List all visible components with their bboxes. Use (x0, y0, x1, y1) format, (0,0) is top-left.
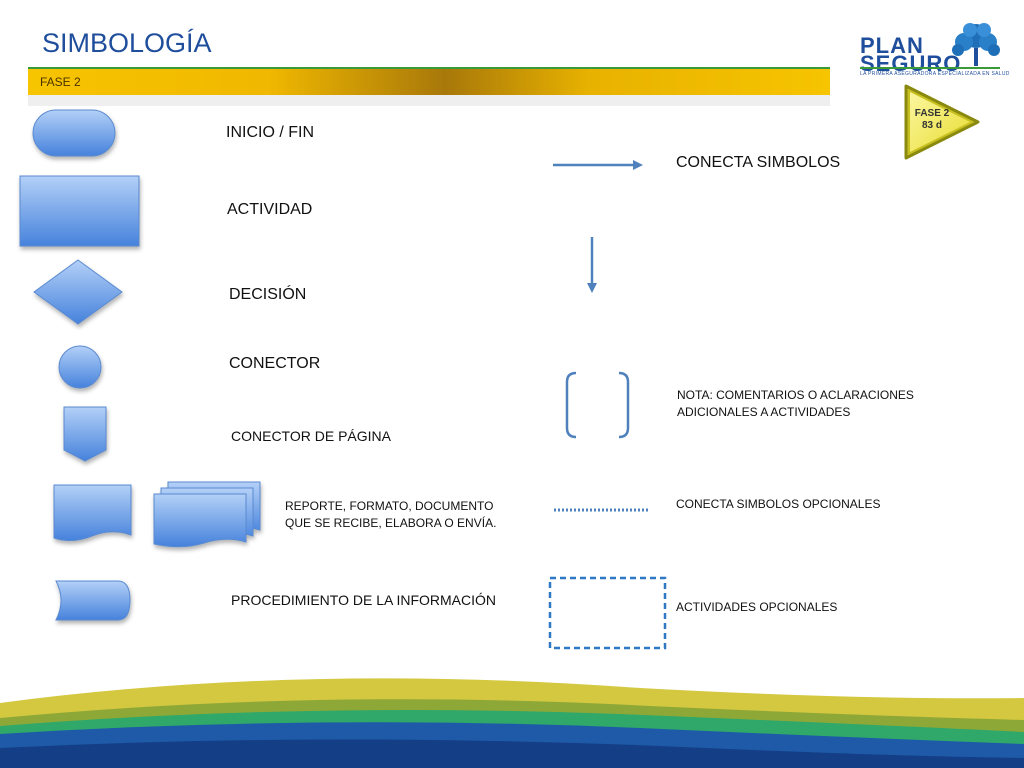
badge-phase: FASE 2 (914, 108, 950, 119)
label-decision: DECISIÓN (229, 286, 307, 303)
logo-text-seguro: SEGURO (860, 51, 962, 76)
badge-days: 83 d (921, 120, 942, 131)
tree-logo-icon (952, 23, 1000, 66)
label-conector: CONECTOR (229, 355, 321, 372)
label-reporte-line1: REPORTE, FORMATO, DOCUMENTO (285, 499, 494, 513)
decision-shape (33, 259, 123, 325)
logo-underline (860, 67, 1000, 69)
phase-badge-icon (904, 84, 980, 160)
label-nota-line2: ADICIONALES A ACTIVIDADES (677, 405, 851, 419)
note-bracket-icon (565, 371, 630, 439)
label-inicio-fin: INICIO / FIN (226, 124, 314, 141)
logo-text-plan: PLAN (860, 33, 924, 58)
label-actividades-opcionales: ACTIVIDADES OPCIONALES (676, 600, 838, 614)
horizontal-arrow-icon (553, 160, 643, 170)
page-title: SIMBOLOGÍA (42, 28, 212, 58)
label-conecta-opcionales: CONECTA SIMBOLOS OPCIONALES (676, 497, 881, 511)
header-divider (28, 95, 830, 106)
label-reporte-line2: QUE SE RECIBE, ELABORA O ENVÍA. (285, 516, 497, 530)
logo-tagline: LA PRIMERA ASEGURADORA ESPECIALIZADA EN … (860, 71, 1010, 77)
label-actividad: ACTIVIDAD (227, 201, 313, 218)
label-reporte: REPORTE, FORMATO, DOCUMENTO QUE SE RECIB… (285, 498, 496, 532)
label-nota-line1: NOTA: COMENTARIOS O ACLARACIONES (677, 388, 914, 402)
phase-label: FASE 2 (40, 75, 81, 89)
page-connector-shape (63, 406, 107, 462)
label-nota: NOTA: COMENTARIOS O ACLARACIONES ADICION… (677, 387, 914, 421)
label-conecta-simbolos: CONECTA SIMBOLOS (676, 154, 841, 171)
phase-badge-text: FASE 2 83 d (907, 108, 957, 132)
terminator-shape (32, 109, 116, 157)
symbols-canvas (19, 109, 667, 650)
document-shape (53, 484, 132, 542)
stored-data-shape (55, 580, 131, 621)
connector-shape (58, 345, 102, 389)
phase-bar (28, 67, 830, 97)
footer-waves (0, 678, 1024, 768)
vertical-arrow-icon (587, 237, 597, 293)
label-conector-pagina: CONECTOR DE PÁGINA (231, 428, 391, 444)
label-procedimiento: PROCEDIMIENTO DE LA INFORMACIÓN (231, 592, 496, 608)
optional-activity-shape (548, 576, 667, 650)
multi-document-shape (153, 481, 261, 548)
activity-shape (19, 175, 140, 247)
